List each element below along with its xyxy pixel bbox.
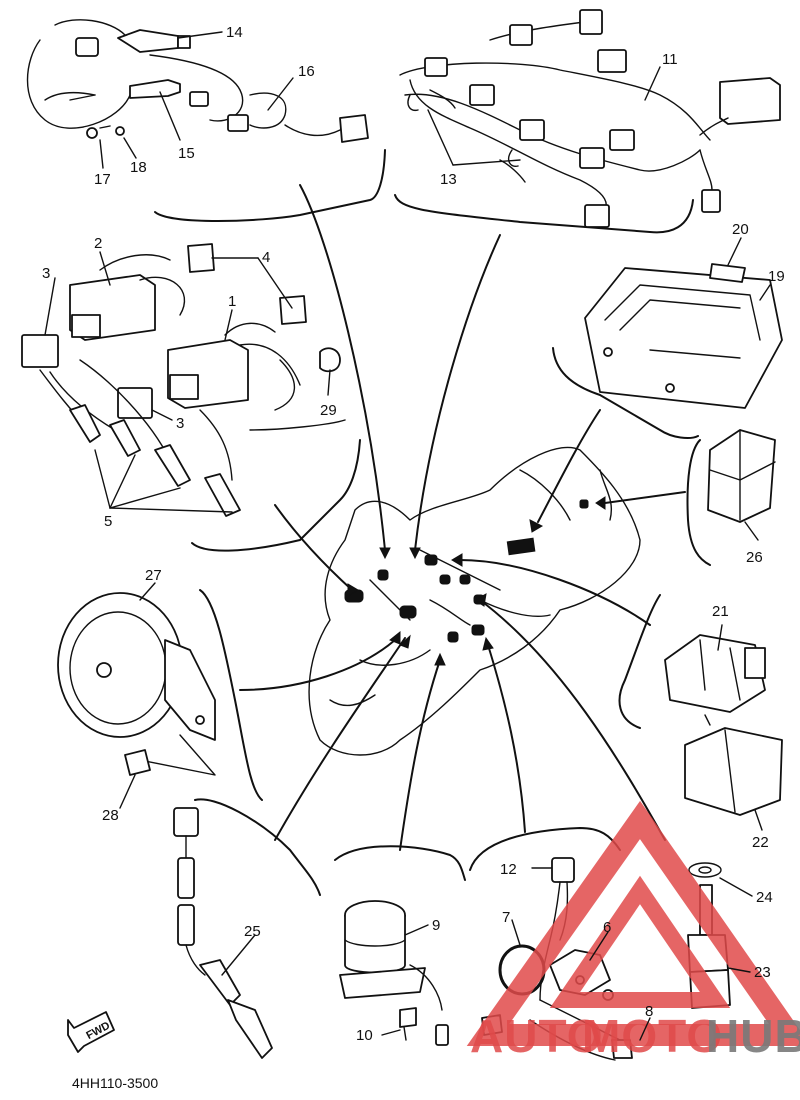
callout-15: 15: [178, 145, 195, 162]
section-brackets: [154, 149, 711, 896]
watermark-text-hub: HUB: [706, 1010, 800, 1062]
callout-12: 12: [500, 861, 517, 878]
callout-16: 16: [298, 63, 315, 80]
callout-23: 23: [754, 964, 771, 981]
watermark-logo: AUTO MOTO HUB: [466, 800, 800, 1062]
callout-6: 6: [603, 919, 611, 936]
callout-14: 14: [226, 24, 243, 41]
callout-3-bottom: 3: [176, 415, 184, 432]
pointer-arrowheads: [347, 496, 606, 666]
sensor-9: [339, 900, 449, 1046]
relay-22: [684, 727, 783, 816]
rectifier-21: [664, 634, 766, 726]
callout-4: 4: [262, 249, 270, 266]
callout-27: 27: [145, 567, 162, 584]
callout-29: 29: [320, 402, 337, 419]
callout-28: 28: [102, 807, 119, 824]
callout-13: 13: [440, 171, 457, 188]
callout-numbers: 14 16 15 17 18 11 13 2 3 4 1 3 29 5 20 1…: [42, 24, 785, 1044]
sensor-harness-top-left: [26, 19, 369, 143]
callout-25: 25: [244, 923, 261, 940]
leader-lines: [44, 31, 771, 1041]
callout-2: 2: [94, 235, 102, 252]
callout-17: 17: [94, 171, 111, 188]
callout-24: 24: [756, 889, 773, 906]
relay-26: [707, 429, 776, 523]
callout-7: 7: [502, 909, 510, 926]
callout-10: 10: [356, 1027, 373, 1044]
callout-3-top: 3: [42, 265, 50, 282]
callout-20: 20: [732, 221, 749, 238]
callout-22: 22: [752, 834, 769, 851]
callout-11: 11: [662, 51, 678, 68]
pointer-lines: [239, 184, 686, 851]
callout-19: 19: [768, 268, 785, 285]
ecu-box: [584, 263, 783, 409]
callout-8: 8: [645, 1003, 653, 1020]
callout-1: 1: [228, 293, 236, 310]
o2-sensor-25: [173, 807, 273, 1059]
watermark-text-auto: AUTO: [470, 1010, 604, 1062]
engine-outline: [308, 446, 641, 756]
horn-27: [57, 592, 216, 776]
ignition-coils: [21, 243, 346, 517]
fwd-arrow-icon: FWD: [67, 1011, 115, 1053]
callout-5: 5: [104, 513, 112, 530]
diagram-code: 4HH110-3500: [72, 1075, 158, 1091]
callout-26: 26: [746, 549, 763, 566]
watermark-text-moto: MOTO: [582, 1010, 723, 1062]
callout-18: 18: [130, 159, 147, 176]
wire-harness-top-right: [399, 9, 781, 228]
callout-9: 9: [432, 917, 440, 934]
callout-21: 21: [712, 603, 729, 620]
